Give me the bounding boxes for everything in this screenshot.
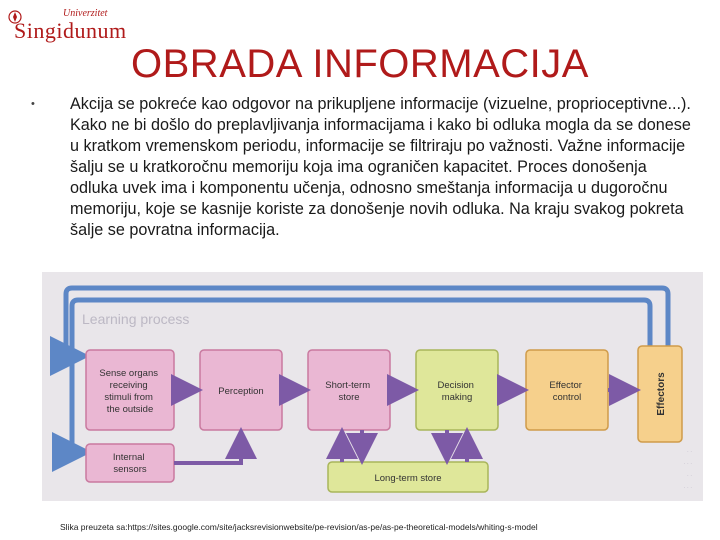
perception-label: Perception (218, 386, 263, 397)
sense-organs-label: Sense organs receiving stimuli from the … (99, 368, 160, 415)
long-term-store-box (327, 461, 489, 493)
diagram-faded-side-text: . . . . . . . . . . (684, 448, 693, 490)
effectors-label: Effectors (656, 372, 667, 416)
feedback-loop-inner (52, 297, 653, 472)
logo-name: Singidunum (14, 18, 127, 43)
internal-sensors-label: Internal sensors (113, 452, 147, 475)
feedback-loop-outer (50, 285, 671, 376)
effector-control-label: Effector control (549, 380, 584, 403)
logo-top-line: Univerzitet (63, 8, 108, 19)
bullet-marker: • (31, 98, 35, 110)
svg-text:. . .: . . . (684, 484, 693, 490)
svg-text:. .: . . (687, 472, 692, 478)
diagram-faded-heading: Learning process (82, 311, 189, 327)
internal-sensors-box (85, 443, 175, 483)
bullet-text: Akcija se pokreće kao odgovor na prikupl… (70, 95, 691, 239)
emblem-icon (8, 10, 22, 24)
image-source-caption: Slika preuzeta sa:https://sites.google.c… (60, 522, 538, 532)
long-term-store-label: Long-term store (374, 473, 441, 484)
svg-text:. . .: . . . (684, 460, 693, 466)
slide-title: OBRADA INFORMACIJA (131, 42, 589, 86)
decision-making-label: Decision making (437, 380, 476, 403)
arrow-internal-to-perception (174, 427, 257, 465)
whiting-model-diagram: Learning process Sense organs receiving … (42, 272, 703, 501)
short-term-store-label: Short-term store (325, 380, 373, 403)
university-logo: Univerzitet Singidunum (8, 8, 126, 48)
svg-text:. .: . . (687, 448, 692, 454)
